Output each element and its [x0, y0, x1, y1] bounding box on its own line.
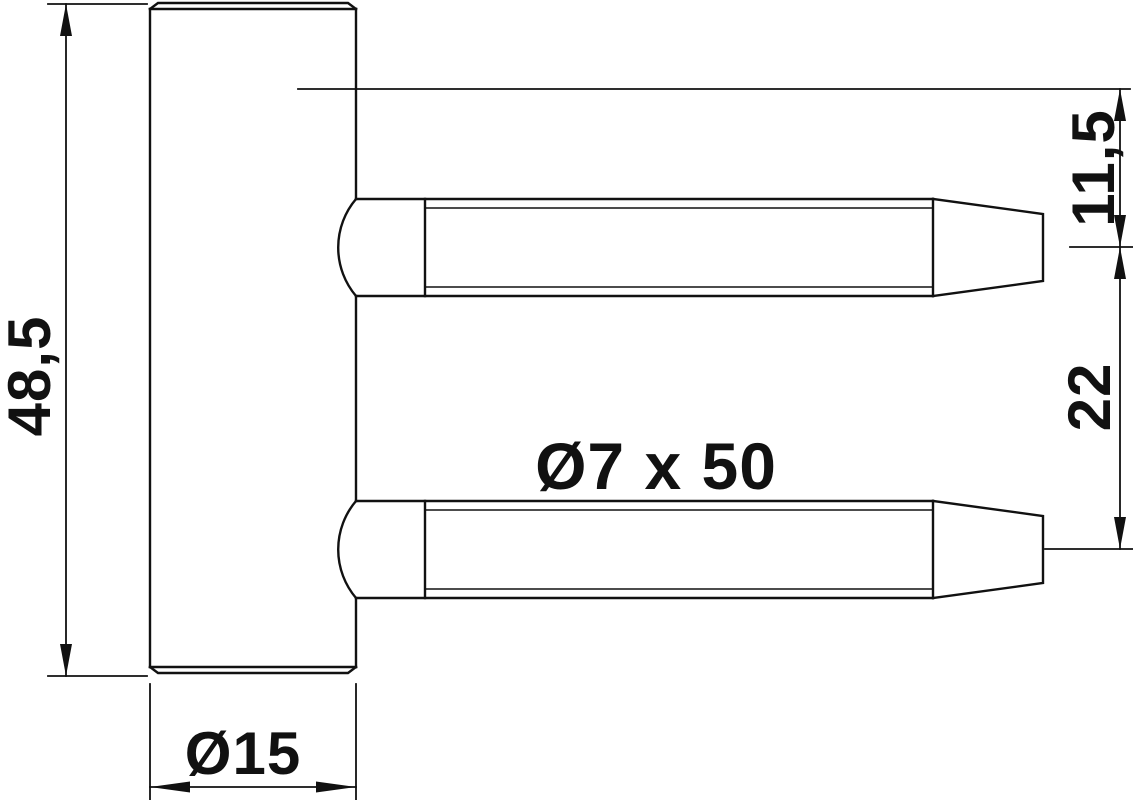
bottom-pin-tapered-tip [931, 499, 1045, 600]
dim-pin-spacing: 22 [1044, 247, 1133, 550]
bottom-pin-outline [354, 499, 935, 600]
arrow-down-icon [60, 644, 72, 676]
body-bottom-rim-chamfer [148, 665, 358, 675]
dim-top-offset-label: 11,5 [1060, 109, 1127, 226]
top-pin [337, 197, 1045, 298]
bottom-pin-dome-cap [337, 499, 358, 600]
pin-spec-label: Ø7 x 50 [535, 429, 777, 503]
dim-body-diameter-label: Ø15 [185, 720, 301, 787]
top-pin-thread-root-lines [424, 207, 934, 288]
dim-total-height-extension-lines [47, 3, 148, 677]
body-top-rim-chamfer [148, 1, 358, 11]
dim-pin-spacing-label: 22 [1056, 363, 1123, 432]
dim-total-height: 48,5 [0, 3, 148, 677]
dim-body-diameter-extension-lines [149, 683, 357, 800]
dim-top-offset: 11,5 [297, 88, 1133, 248]
top-pin-outline [354, 197, 935, 298]
arrow-down-icon [1114, 517, 1126, 549]
dim-body-diameter: Ø15 [149, 683, 357, 800]
bottom-pin-thread-root-lines [424, 509, 934, 590]
arrow-up-icon [60, 4, 72, 36]
arrow-left-icon [150, 781, 190, 793]
arrow-down-icon [1114, 215, 1126, 247]
arrow-up-icon [1114, 89, 1126, 121]
arrow-right-icon [316, 781, 356, 793]
arrow-up-icon [1114, 247, 1126, 279]
hinge-body [148, 1, 358, 675]
dim-total-height-label: 48,5 [0, 316, 63, 437]
bottom-pin [337, 499, 1045, 600]
top-pin-dome-cap [337, 197, 358, 298]
top-pin-tapered-tip [931, 197, 1045, 298]
